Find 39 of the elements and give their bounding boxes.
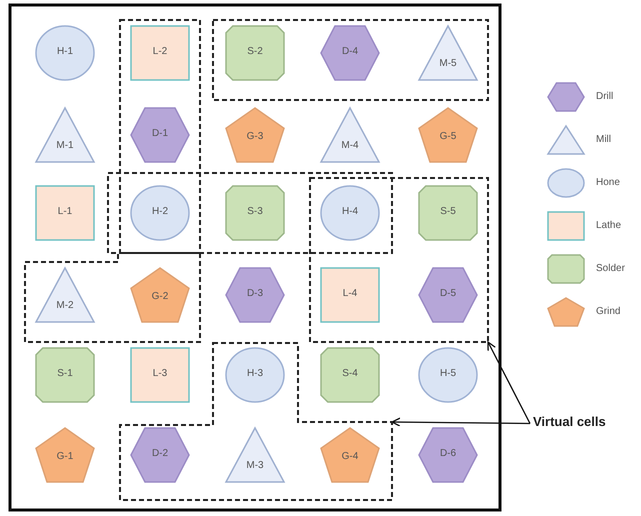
legend-label: Hone: [596, 177, 620, 188]
machine-label: H-4: [340, 206, 360, 217]
machine-label: D-1: [150, 128, 170, 139]
machine-label: D-5: [438, 288, 458, 299]
machine-label: S-1: [56, 368, 74, 379]
machine-label: M-5: [438, 58, 458, 69]
callout-label: Virtual cells: [533, 414, 606, 429]
legend-label: Solder: [596, 263, 625, 274]
machine-label: L-2: [152, 46, 168, 57]
machine-label: S-4: [341, 368, 359, 379]
machine-label: D-3: [246, 288, 264, 299]
machine-label: D-4: [340, 46, 360, 57]
machine-label: H-1: [56, 46, 74, 57]
machine-label: H-3: [246, 368, 264, 379]
machine-label: M-4: [340, 140, 360, 151]
machine-label: G-5: [438, 131, 458, 142]
machine-label: G-2: [150, 291, 170, 302]
machine-label: D-6: [438, 448, 458, 459]
machine-label: S-3: [246, 206, 264, 217]
machine-label: S-2: [246, 46, 264, 57]
machine-label: H-5: [438, 368, 458, 379]
machine-label: M-2: [55, 300, 75, 311]
machine-label: G-1: [56, 451, 74, 462]
machine-label: M-3: [245, 460, 265, 471]
legend-label: Grind: [596, 306, 620, 317]
machine-label: G-3: [246, 131, 264, 142]
machine-label: H-2: [150, 206, 170, 217]
machine-label: G-4: [340, 451, 360, 462]
machine-label: S-5: [439, 206, 457, 217]
legend-label: Drill: [596, 91, 614, 102]
machine-label: L-3: [152, 368, 168, 379]
machine-label: L-1: [56, 206, 74, 217]
leader-line: [391, 417, 530, 427]
machine-label: L-4: [342, 288, 358, 299]
leader-line: [487, 341, 531, 424]
machine-label: D-2: [150, 448, 170, 459]
legend-label: Lathe: [596, 220, 622, 231]
legend-label: Mill: [596, 134, 611, 145]
machine-label: M-1: [55, 140, 75, 151]
